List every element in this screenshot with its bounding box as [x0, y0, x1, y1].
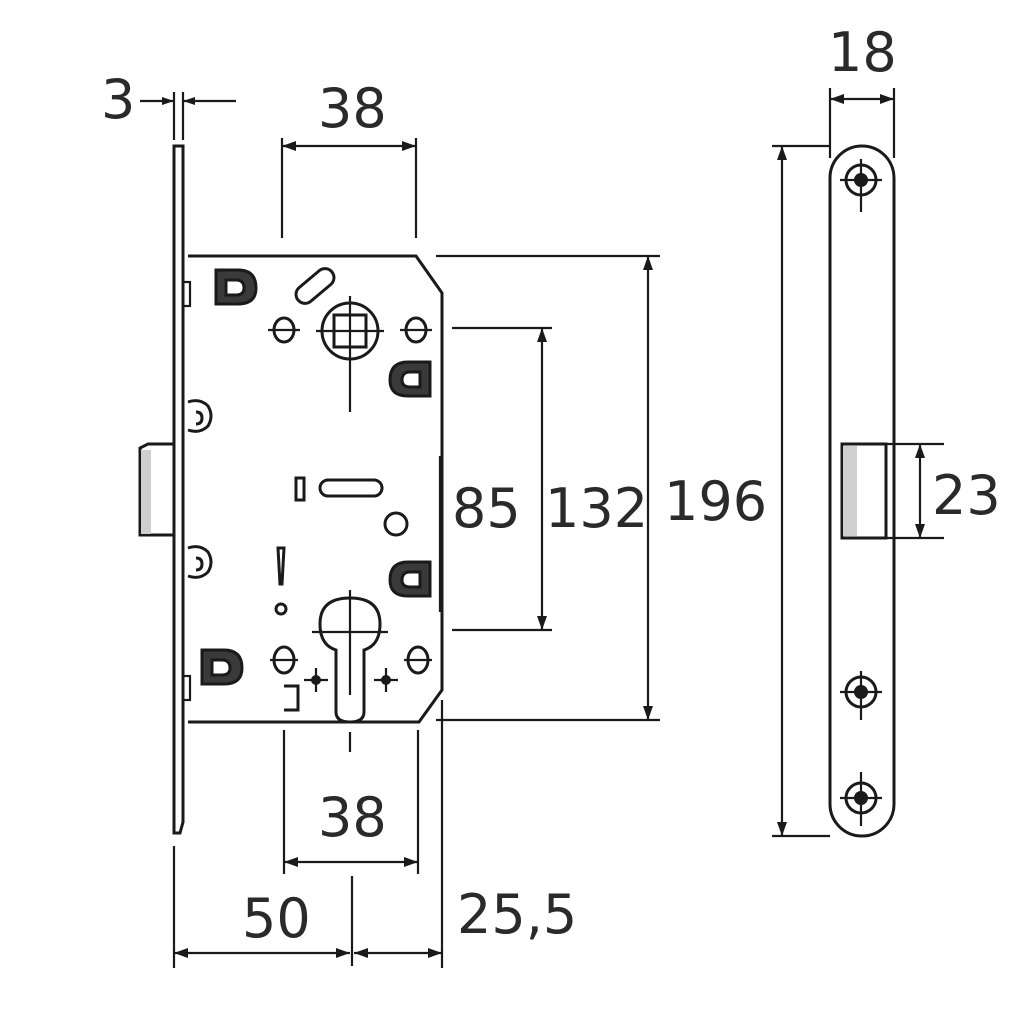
lower-mounting-hole-left: [270, 645, 298, 675]
fixing-lug: [214, 268, 258, 306]
lock-body-view: [138, 144, 444, 835]
dimension-lines: [140, 92, 660, 968]
faceplate-tab: [181, 674, 192, 702]
dim-handle-to-cylinder: 85: [452, 477, 521, 540]
mid-slot: [294, 476, 384, 502]
dim-cylinder-hole-spacing: 38: [318, 786, 387, 849]
slot-slanted: [294, 267, 336, 305]
indicator-marks: [274, 546, 288, 616]
dim-faceplate-thickness: 3: [101, 68, 135, 131]
lower-mounting-hole-right: [404, 645, 432, 675]
cylinder-screw-right: [374, 668, 398, 692]
screw-hole-bottom: [840, 772, 882, 826]
latch-bolt-shade: [141, 450, 151, 534]
screw-hole-middle: [840, 671, 882, 720]
mid-hole: [383, 511, 409, 537]
latch-opening-shade: [843, 446, 857, 536]
top-mounting-hole-left: [268, 316, 300, 344]
handle-follower: [316, 296, 384, 412]
fixing-lug: [388, 360, 432, 398]
faceplate-hook: [187, 545, 213, 579]
dim-handle-to-bottom: 132: [545, 477, 648, 540]
dim-front-offset: 25,5: [457, 883, 577, 946]
faceplate-front: [828, 144, 896, 838]
screw-hole-top: [840, 159, 882, 212]
latch-bolt: [138, 442, 174, 537]
faceplate-front-view: [772, 88, 944, 838]
dim-case-height: 196: [664, 470, 767, 533]
dim-faceplate-width: 18: [828, 21, 897, 84]
lock-case: [188, 254, 444, 724]
dim-latch-height: 23: [932, 464, 1001, 527]
faceplate-hook: [187, 399, 213, 433]
faceplate-tab: [181, 280, 192, 308]
cylinder-screw-left: [304, 668, 328, 692]
cylinder-cutout: [312, 590, 388, 724]
fixing-lug: [200, 648, 244, 686]
dim-top-hole-spacing: 38: [318, 77, 387, 140]
top-mounting-hole-right: [400, 316, 432, 344]
faceplate: [172, 144, 185, 835]
fixing-lug: [388, 560, 432, 598]
dim-backset: 50: [242, 887, 311, 950]
bottom-clip: [284, 684, 300, 712]
latch-opening: [840, 442, 888, 540]
